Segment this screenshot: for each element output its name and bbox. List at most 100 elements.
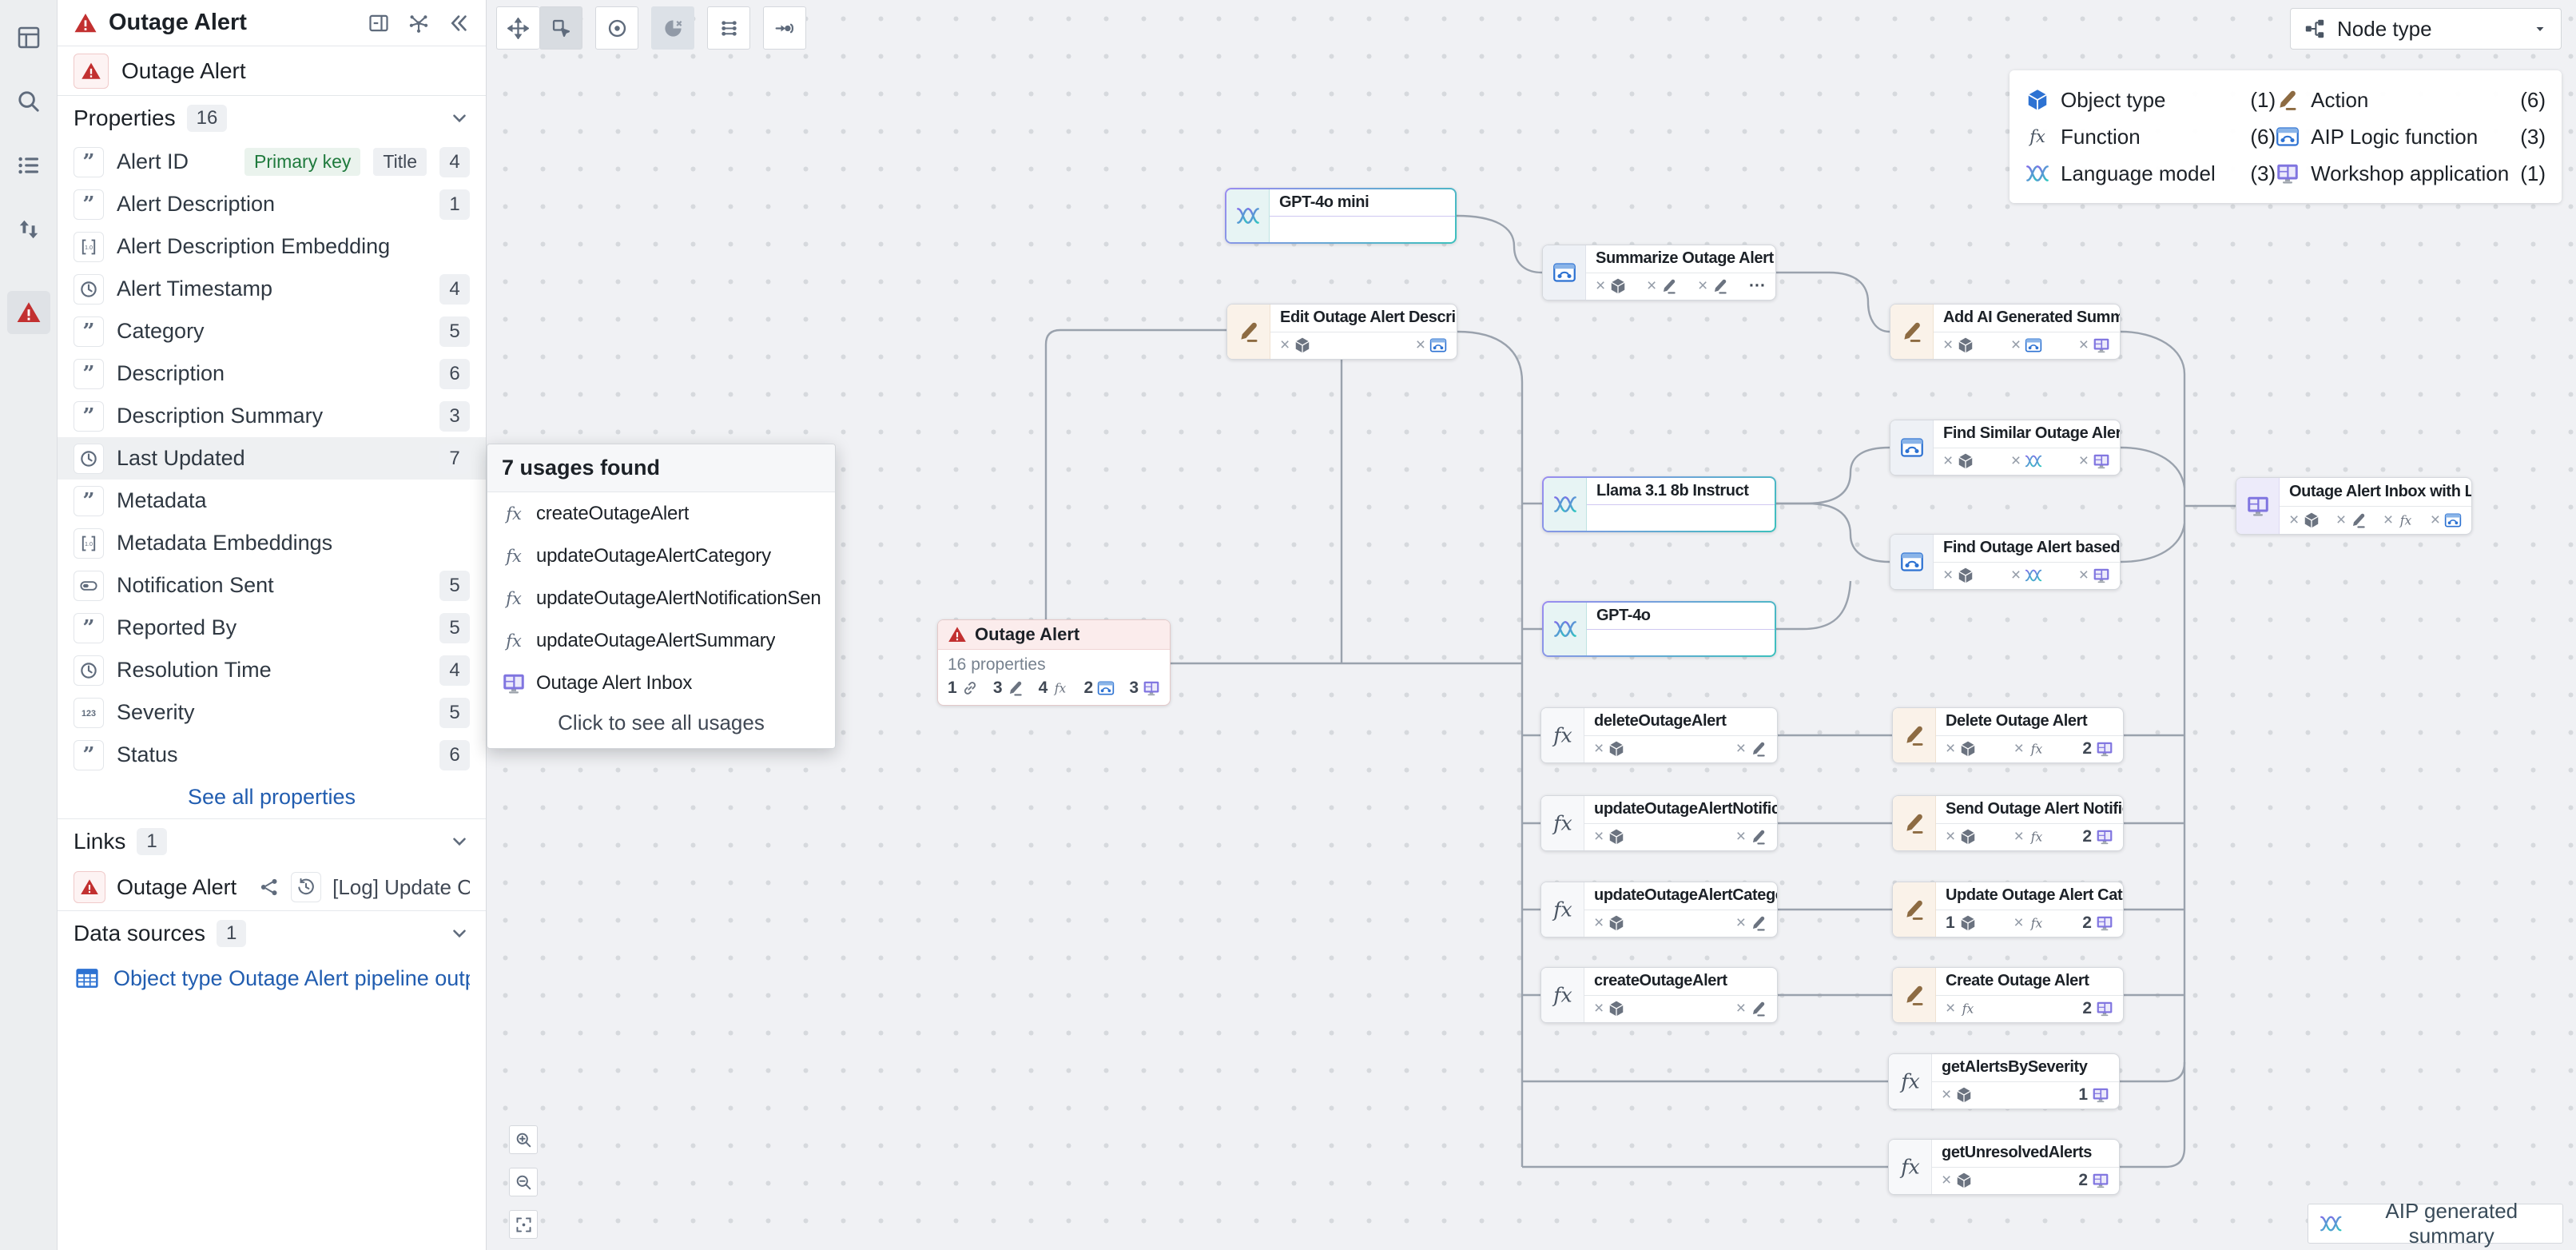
property-row[interactable]: Last Updated 7: [58, 437, 486, 480]
fx-icon: fx: [502, 544, 526, 568]
property-row[interactable]: 1.0 Metadata Embeddings: [58, 522, 486, 564]
property-row[interactable]: Resolution Time 4: [58, 649, 486, 691]
node-add-ai-generated-summary[interactable]: Add AI Generated Summary to... ×××: [1890, 304, 2121, 360]
node-createOutageAlert[interactable]: fx createOutageAlert ××: [1540, 967, 1778, 1023]
move-icon: [507, 17, 529, 39]
legend-count: (1): [2520, 161, 2546, 185]
fx-icon: fx: [2028, 914, 2045, 932]
properties-section-header[interactable]: Properties 16: [58, 96, 486, 141]
collapse-edges-tool-button[interactable]: [763, 6, 806, 50]
node-title: deleteOutageAlert: [1584, 708, 1777, 736]
node-badges: ×××fx×: [2280, 507, 2471, 535]
lm-icon: [2025, 161, 2049, 185]
links-title: Links: [74, 829, 126, 854]
chevron-down-icon[interactable]: [449, 831, 470, 852]
link-target-label[interactable]: [Log] Update O...: [332, 874, 470, 899]
chevron-down-icon[interactable]: [449, 108, 470, 129]
node-update-outage-alert-category[interactable]: Update Outage Alert Category 1×fx2: [1892, 882, 2124, 938]
data-source-link[interactable]: Object type Outage Alert pipeline output…: [113, 965, 470, 990]
node-find-similar-outage-alerts[interactable]: Find Similar Outage Alerts ×××: [1890, 420, 2121, 476]
node-getUnresolvedAlerts[interactable]: fx getUnresolvedAlerts ×2: [1888, 1139, 2120, 1195]
selected-object-row[interactable]: Outage Alert: [58, 46, 486, 96]
graph-canvas[interactable]: GPT-4o mini Summarize Outage Alert Incid…: [487, 0, 2576, 1250]
property-type-box: ”: [74, 612, 104, 643]
zoom-to-fit-button[interactable]: [509, 1210, 538, 1239]
property-row[interactable]: ” Reported By 5: [58, 607, 486, 649]
aip-logic-usage-badge: 2: [1083, 679, 1115, 698]
property-label: Severity: [117, 700, 195, 724]
node-getAlertsBySeverity[interactable]: fx getAlertsBySeverity ×1: [1888, 1053, 2120, 1109]
usage-item[interactable]: fx updateOutageAlertCategory: [487, 535, 835, 577]
zoom-in-button[interactable]: [509, 1125, 538, 1154]
node-gpt-4o[interactable]: GPT-4o: [1542, 601, 1776, 657]
see-all-usages-link[interactable]: Click to see all usages: [558, 711, 765, 734]
workshop-icon: [2093, 567, 2110, 584]
node-title: Summarize Outage Alert Incid...: [1586, 245, 1775, 273]
pen-usage-badge: 3: [993, 679, 1024, 698]
property-usage-count: 4: [439, 655, 470, 686]
zoom-out-button[interactable]: [509, 1168, 538, 1196]
select-tool-button[interactable]: [539, 6, 582, 50]
node-updateOutageAlertCategory[interactable]: fx updateOutageAlertCategory ××: [1540, 882, 1778, 938]
data-sources-section-header[interactable]: Data sources 1: [58, 910, 486, 955]
split-panel-icon[interactable]: [368, 12, 390, 34]
edge-llama-find-similar: [1776, 446, 1890, 505]
rail-item-outage-alert[interactable]: [6, 291, 50, 334]
property-row[interactable]: 1.0 Alert Description Embedding: [58, 225, 486, 268]
property-row[interactable]: ” Description 6: [58, 352, 486, 395]
property-row[interactable]: 123 Severity 5: [58, 691, 486, 734]
link-row[interactable]: Outage Alert [Log] Update O...: [58, 864, 486, 910]
property-usage-count: 5: [439, 697, 470, 728]
property-row[interactable]: Notification Sent 5: [58, 564, 486, 607]
cube-icon: [1294, 336, 1311, 354]
property-row[interactable]: Alert Timestamp 4: [58, 268, 486, 310]
cube-usage-badge: ×: [1594, 739, 1625, 758]
property-row[interactable]: ” Category 5: [58, 310, 486, 352]
layout-tool-button[interactable]: [707, 6, 750, 50]
data-source-row[interactable]: Object type Outage Alert pipeline output…: [58, 955, 486, 1001]
pan-tool-button[interactable]: [496, 6, 539, 50]
node-send-outage-alert-notification[interactable]: Send Outage Alert Notificatio... ××fx2: [1892, 795, 2124, 851]
action-icon-cell: [1893, 708, 1936, 762]
usage-item[interactable]: Outage Alert Inbox: [487, 662, 835, 704]
usage-item[interactable]: fx updateOutageAlertSummary: [487, 619, 835, 662]
rail-item-search[interactable]: [7, 80, 50, 123]
rail-item-ontology-manager[interactable]: [7, 16, 50, 59]
more-badge[interactable]: ···: [1749, 277, 1766, 296]
collapse-sidebar-icon[interactable]: [447, 12, 470, 34]
property-row[interactable]: ” Metadata: [58, 480, 486, 522]
history-button[interactable]: [291, 872, 322, 902]
see-all-properties-link[interactable]: See all properties: [58, 776, 486, 819]
property-row[interactable]: ” Status 6: [58, 734, 486, 776]
rail-item-pipeline[interactable]: [7, 208, 50, 251]
cube-icon: [1608, 740, 1625, 758]
cube-usage-badge: ×: [1943, 336, 1974, 355]
graph-view-icon[interactable]: [407, 12, 430, 34]
node-type-dropdown[interactable]: Node type: [2290, 8, 2562, 50]
property-row[interactable]: ” Alert Description 1: [58, 183, 486, 225]
node-outage-alert-inbox-with-logic[interactable]: Outage Alert Inbox with Logic ×××fx×: [2236, 477, 2472, 535]
node-llama-3-1-8b-instruct[interactable]: Llama 3.1 8b Instruct: [1542, 476, 1776, 532]
node-gpt-4o-mini[interactable]: GPT-4o mini: [1225, 188, 1457, 244]
usage-item[interactable]: fx createOutageAlert: [487, 492, 835, 535]
rail-item-object-list[interactable]: [7, 144, 50, 187]
edge-left-bus-row-unresolved: [1522, 1147, 2186, 1168]
property-row[interactable]: ” Description Summary 3: [58, 395, 486, 437]
node-badges: ××: [1584, 736, 1777, 763]
chevron-down-icon[interactable]: [449, 923, 470, 944]
share-icon[interactable]: [259, 877, 280, 898]
node-summarize-outage-alert-incident[interactable]: Summarize Outage Alert Incid... ×××···: [1542, 245, 1776, 301]
node-updateOutageAlertNotification[interactable]: fx updateOutageAlertNotificatio... ××: [1540, 795, 1778, 851]
node-find-outage-alert-based-on-desc[interactable]: Find Outage Alert based on de... ×××: [1890, 534, 2121, 590]
links-section-header[interactable]: Links 1: [58, 819, 486, 864]
focus-tool-button[interactable]: [595, 6, 638, 50]
action-icon-cell: [1893, 968, 1936, 1022]
node-edit-outage-alert-description[interactable]: Edit Outage Alert Description ... ××: [1226, 304, 1457, 360]
aip-generated-summary-button[interactable]: AIP generated summary: [2308, 1199, 2563, 1248]
node-deleteOutageAlert[interactable]: fx deleteOutageAlert ××: [1540, 707, 1778, 763]
usage-item[interactable]: fx updateOutageAlertNotificationSent: [487, 577, 835, 619]
